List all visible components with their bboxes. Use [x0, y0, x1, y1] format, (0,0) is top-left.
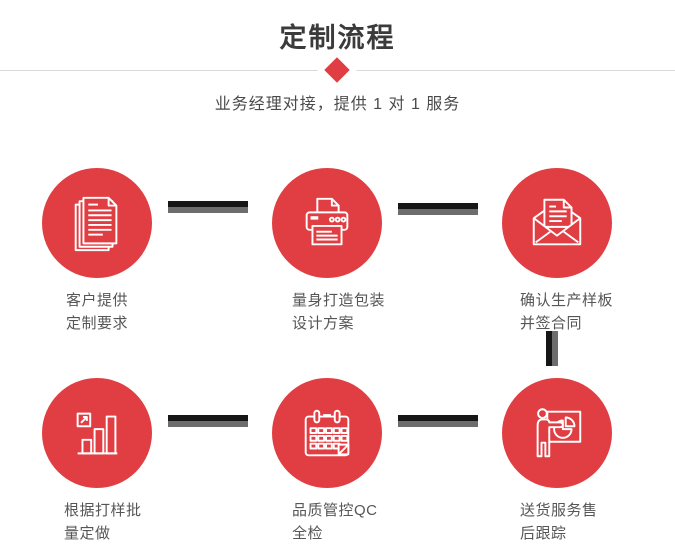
- documents-icon: [74, 196, 118, 252]
- step-circle-2: [272, 168, 382, 278]
- barchart-icon: [76, 412, 118, 455]
- step-circle-3: [502, 168, 612, 278]
- step-label-4-line1: 根据打样批: [64, 502, 142, 519]
- step-circle-4: [42, 378, 152, 488]
- step-label-2: 量身打造包装 设计方案: [292, 289, 385, 335]
- step-circle-1: [42, 168, 152, 278]
- page-title: 定制流程: [279, 23, 396, 53]
- step-label-5: 品质管控QC 全检: [292, 499, 378, 545]
- step-label-4-line2: 量定做: [64, 525, 111, 542]
- step-label-6-line2: 后跟踪: [520, 525, 567, 542]
- diamond-icon: [324, 57, 350, 83]
- step-label-3-line1: 确认生产样板: [520, 292, 614, 309]
- presentation-icon: [536, 408, 582, 458]
- step-label-1-line2: 定制要求: [66, 315, 129, 332]
- step-circle-5: [272, 378, 382, 488]
- page-subtitle: 业务经理对接，提供 1 对 1 服务: [214, 96, 461, 113]
- step-label-2-line1: 量身打造包装: [292, 292, 386, 309]
- connector-step1-step2: [168, 201, 248, 213]
- step-label-3: 确认生产样板 并签合同: [520, 289, 613, 335]
- envelope-icon: [532, 198, 582, 246]
- connector-step3-step6: [546, 331, 558, 366]
- connector-step4-step5: [168, 415, 248, 427]
- step-label-4: 根据打样批 量定做: [64, 499, 142, 545]
- calendar-icon: [304, 409, 350, 457]
- step-label-2-line2: 设计方案: [292, 315, 355, 332]
- step-label-5-line1: 品质管控QC: [292, 502, 378, 519]
- step-label-1: 客户提供 定制要求: [66, 289, 128, 335]
- step-label-6: 送货服务售 后跟踪: [520, 499, 598, 545]
- connector-step5-step6: [398, 415, 478, 427]
- step-circle-6: [502, 378, 612, 488]
- printer-icon: [305, 197, 349, 246]
- step-label-5-line2: 全检: [292, 525, 324, 542]
- step-label-6-line1: 送货服务售: [520, 502, 598, 519]
- step-label-1-line1: 客户提供: [66, 292, 129, 309]
- connector-step2-step3: [398, 203, 478, 215]
- step-label-3-line2: 并签合同: [520, 315, 583, 332]
